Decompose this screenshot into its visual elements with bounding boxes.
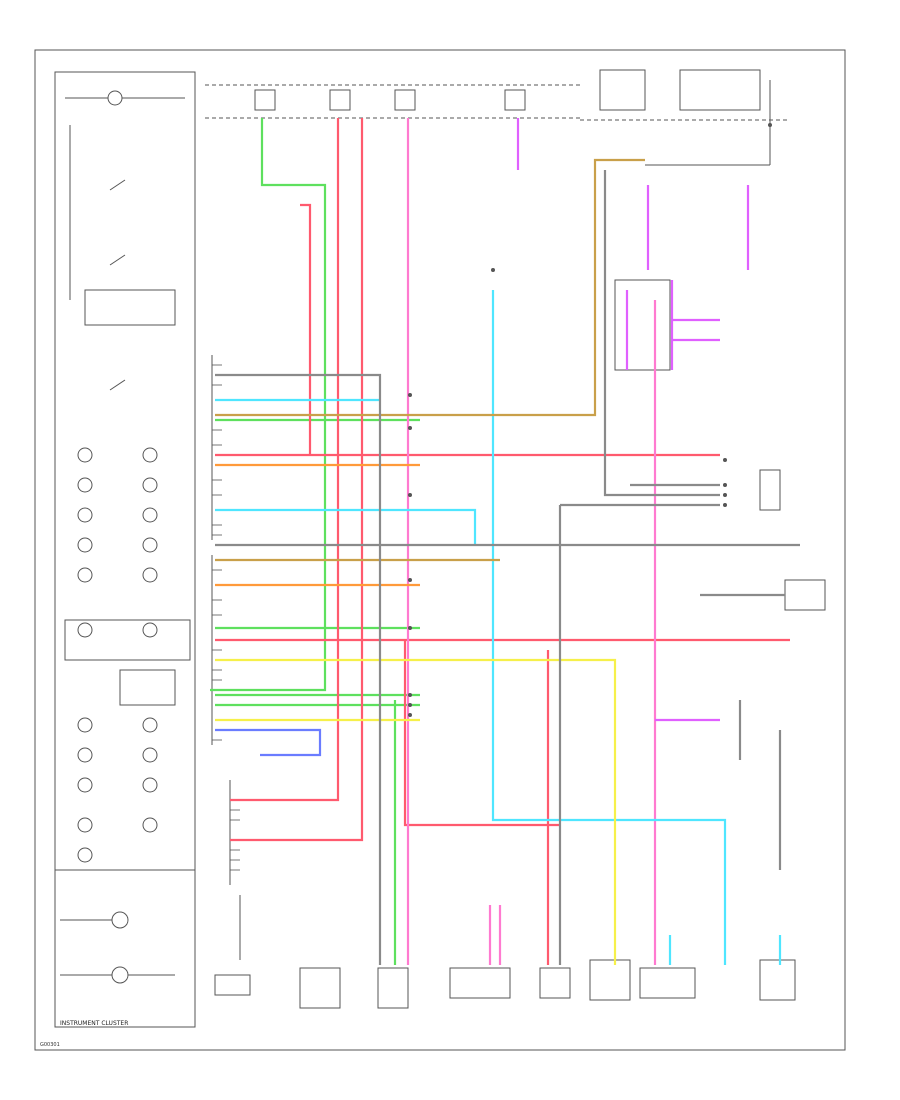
wire-gray <box>215 170 800 965</box>
wire-yellow <box>215 658 617 965</box>
wire-cyan <box>215 290 782 965</box>
wire-olive <box>215 158 645 562</box>
wire-orange <box>215 463 420 587</box>
cluster-lamps <box>55 90 195 984</box>
instrument-cluster-panel <box>54 71 196 1028</box>
pin-stubs <box>212 364 240 871</box>
connector-bands <box>211 279 826 1009</box>
wire-pink <box>406 118 657 965</box>
page-frame <box>34 49 846 1051</box>
footer-code: G00301 <box>40 1042 60 1048</box>
wire-blue <box>215 728 322 757</box>
wire-green <box>210 118 420 965</box>
top-fuse-rail <box>205 69 790 166</box>
wire-magenta <box>516 118 750 722</box>
wire-red <box>215 118 790 965</box>
splice-points <box>408 123 772 717</box>
panel-caption: INSTRUMENT CLUSTER <box>60 1020 128 1027</box>
